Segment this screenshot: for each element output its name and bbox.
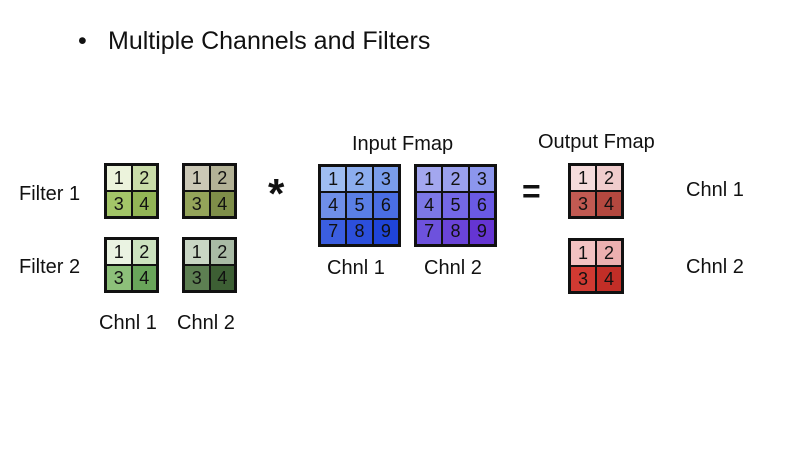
- matrix-cell: 1: [570, 240, 596, 266]
- input-chnl-2-label: Chnl 2: [424, 257, 482, 279]
- convolution-operator: *: [268, 170, 285, 217]
- matrix-cell: 9: [468, 218, 495, 245]
- matrix-cell: 5: [442, 192, 469, 219]
- matrix-cell: 2: [442, 166, 469, 193]
- matrix-cell: 9: [372, 218, 399, 245]
- matrix-cell: 1: [106, 165, 132, 191]
- slide-title-text: Multiple Channels and Filters: [108, 27, 431, 55]
- matrix-cell: 1: [416, 166, 443, 193]
- matrix-cell: 2: [346, 166, 373, 193]
- slide-title: • Multiple Channels and Filters: [78, 27, 430, 56]
- matrix-cell: 1: [570, 165, 596, 191]
- matrix-cell: 1: [184, 165, 210, 191]
- matrix-cell: 7: [320, 218, 347, 245]
- matrix-cell: 3: [184, 191, 210, 217]
- matrix-cell: 7: [416, 218, 443, 245]
- filter-2-label: Filter 2: [19, 256, 81, 278]
- matrix-cell: 1: [184, 239, 210, 265]
- matrix-cell: 4: [131, 191, 157, 217]
- matrix-cell: 4: [131, 265, 157, 291]
- matrix-cell: 4: [320, 192, 347, 219]
- matrix-cell: 3: [468, 166, 495, 193]
- matrix-cell: 2: [209, 165, 235, 191]
- matrix-cell: 3: [106, 191, 132, 217]
- matrix-cell: 4: [209, 265, 235, 291]
- matrix-cell: 3: [570, 266, 596, 292]
- matrix-cell: 1: [320, 166, 347, 193]
- matrix-cell: 2: [596, 240, 622, 266]
- matrix-cell: 2: [209, 239, 235, 265]
- equals-operator: =: [522, 173, 541, 209]
- matrix-cell: 1: [106, 239, 132, 265]
- matrix-cell: 2: [596, 165, 622, 191]
- bullet-dot: •: [78, 27, 87, 55]
- matrix-cell: 3: [570, 191, 596, 217]
- matrix-cell: 8: [346, 218, 373, 245]
- filter-1-label: Filter 1: [19, 183, 81, 205]
- matrix-cell: 3: [184, 265, 210, 291]
- matrix-cell: 8: [442, 218, 469, 245]
- output-fmap-label: Output Fmap: [538, 131, 655, 153]
- matrix-cell: 5: [346, 192, 373, 219]
- matrix-cell: 6: [468, 192, 495, 219]
- filter-chnl-2-label: Chnl 2: [177, 312, 235, 334]
- filter-chnl-1-label: Chnl 1: [99, 312, 157, 334]
- output-chnl-2-label: Chnl 2: [686, 256, 744, 278]
- matrix-cell: 3: [106, 265, 132, 291]
- matrix-cell: 4: [416, 192, 443, 219]
- matrix-cell: 2: [131, 239, 157, 265]
- matrix-cell: 3: [372, 166, 399, 193]
- output-chnl-1-label: Chnl 1: [686, 179, 744, 201]
- input-chnl-1-label: Chnl 1: [327, 257, 385, 279]
- matrix-cell: 4: [596, 191, 622, 217]
- matrix-cell: 6: [372, 192, 399, 219]
- matrix-cell: 2: [131, 165, 157, 191]
- matrix-cell: 4: [596, 266, 622, 292]
- input-fmap-label: Input Fmap: [352, 133, 454, 155]
- matrix-cell: 4: [209, 191, 235, 217]
